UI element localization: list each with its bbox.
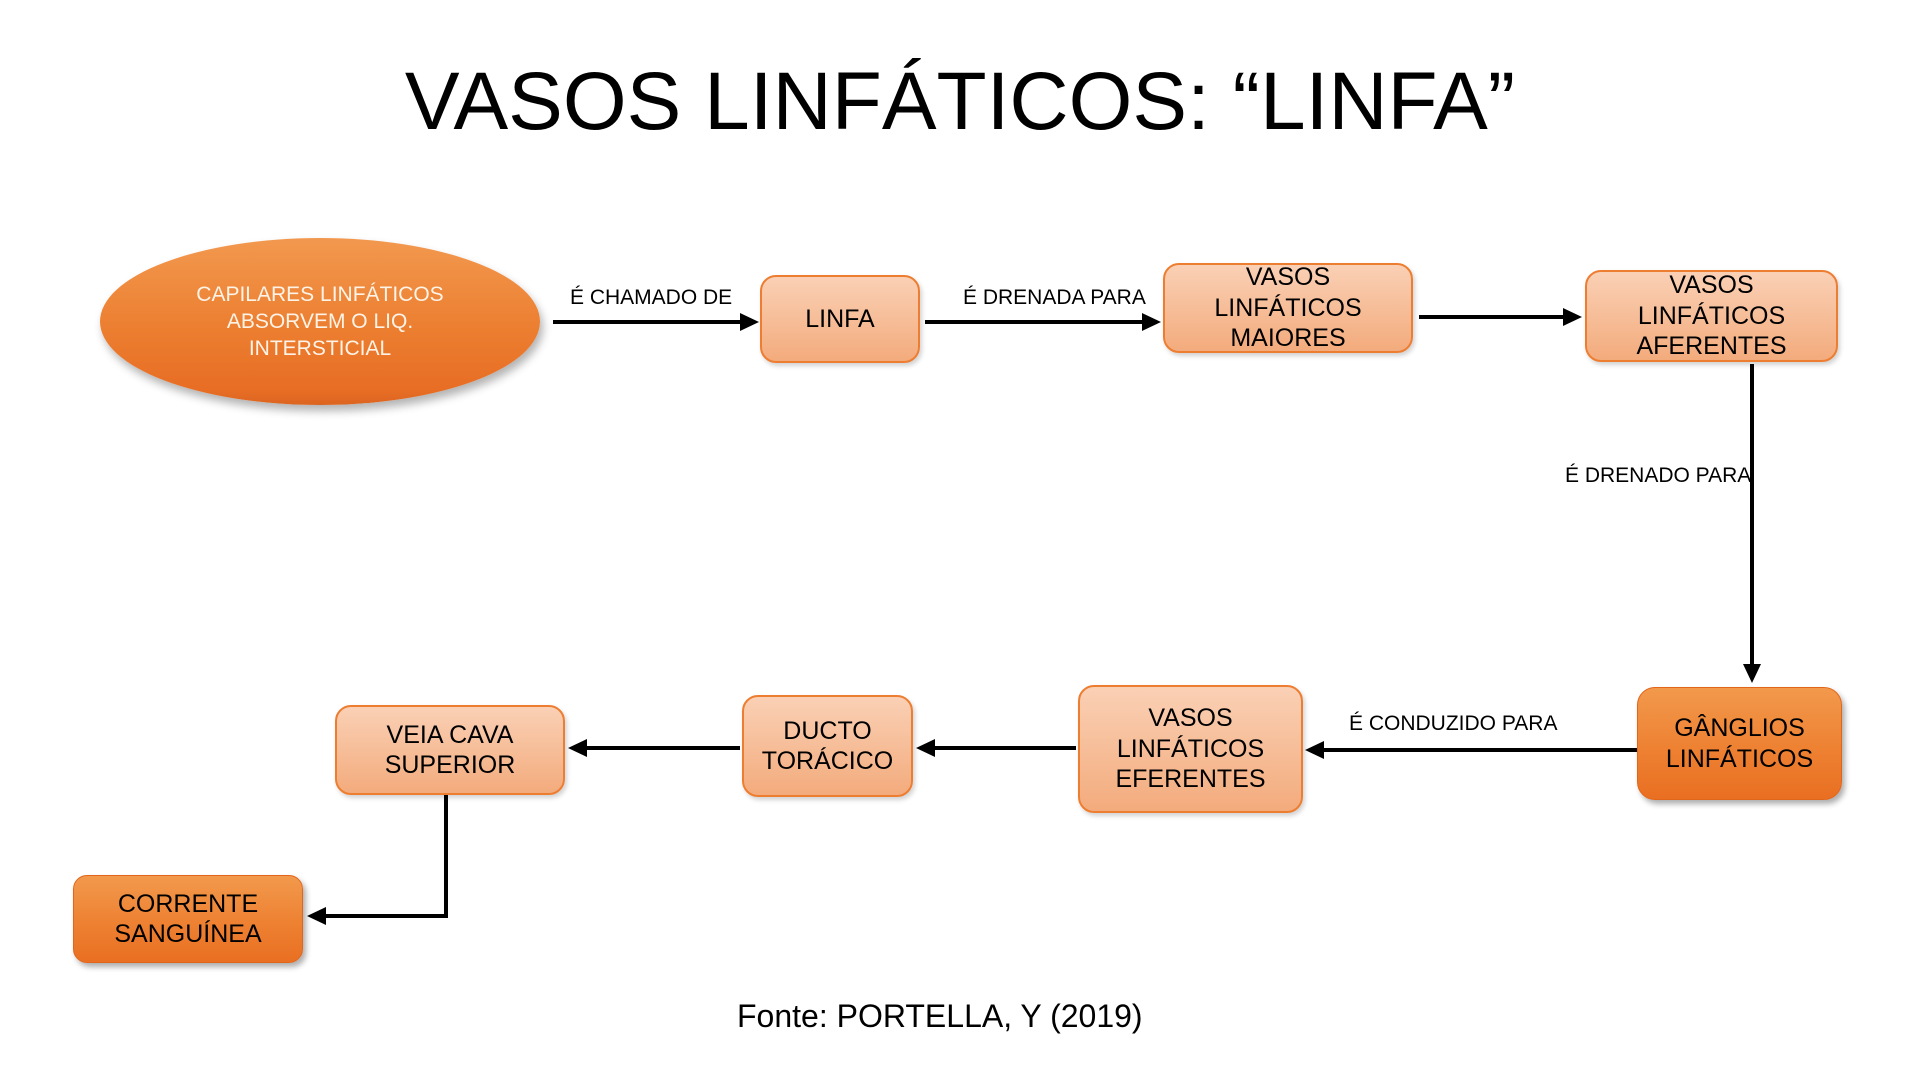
arrow-maiores-to-aferentes	[1419, 315, 1564, 319]
node-label: VEIA CAVA SUPERIOR	[384, 720, 516, 780]
arrowhead-left-icon	[916, 739, 935, 757]
arrowhead-left-icon	[1305, 741, 1324, 759]
node-ducto-toracico: DUCTO TORÁCICO	[742, 695, 913, 797]
node-linfa: LINFA	[760, 275, 920, 363]
node-ganglios-linfaticos: GÂNGLIOS LINFÁTICOS	[1637, 687, 1842, 800]
node-corrente-sanguinea: CORRENTE SANGUÍNEA	[73, 875, 303, 963]
edge-label-e-drenada-para: É DRENADA PARA	[963, 286, 1146, 309]
edge-label-e-drenado-para: É DRENADO PARA	[1565, 464, 1752, 487]
slide-title: VASOS LINFÁTICOS: “LINFA”	[404, 56, 1516, 147]
node-label: LINFA	[805, 304, 875, 333]
arrowhead-left-icon	[568, 739, 587, 757]
arrowhead-right-icon	[1563, 308, 1582, 326]
arrowhead-right-icon	[1142, 313, 1161, 331]
node-vasos-linfaticos-aferentes: VASOS LINFÁTICOS AFERENTES	[1585, 270, 1838, 362]
arrow-ducto-to-veia	[586, 746, 740, 750]
node-vasos-linfaticos-maiores: VASOS LINFÁTICOS MAIORES	[1163, 263, 1413, 353]
node-label: CAPILARES LINFÁTICOS ABSORVEM O LIQ. INT…	[196, 282, 444, 361]
arrowhead-down-icon	[1743, 664, 1761, 683]
arrowhead-right-icon	[740, 313, 759, 331]
edge-label-e-conduzido-para: É CONDUZIDO PARA	[1349, 712, 1558, 735]
node-label: VASOS LINFÁTICOS AFERENTES	[1636, 271, 1787, 361]
node-label: CORRENTE SANGUÍNEA	[114, 889, 262, 949]
node-label: VASOS LINFÁTICOS EFERENTES	[1115, 704, 1266, 794]
arrow-eferentes-to-ducto	[934, 746, 1076, 750]
arrow-linfa-to-maiores	[925, 320, 1143, 324]
arrow-ganglios-to-eferentes	[1323, 748, 1637, 752]
node-label: GÂNGLIOS LINFÁTICOS	[1665, 714, 1814, 773]
node-label: VASOS LINFÁTICOS MAIORES	[1214, 263, 1362, 353]
node-vasos-linfaticos-eferentes: VASOS LINFÁTICOS EFERENTES	[1078, 685, 1303, 813]
arrow-veia-to-corrente-vertical	[444, 795, 448, 918]
arrow-aferentes-to-ganglios	[1750, 364, 1754, 665]
node-veia-cava-superior: VEIA CAVA SUPERIOR	[335, 705, 565, 795]
source-citation: Fonte: PORTELLA, Y (2019)	[737, 998, 1143, 1034]
arrow-capilares-to-linfa	[553, 320, 741, 324]
edge-label-e-chamado-de: É CHAMADO DE	[570, 286, 733, 309]
node-capilares-linfaticos: CAPILARES LINFÁTICOS ABSORVEM O LIQ. INT…	[100, 238, 540, 405]
node-label: DUCTO TORÁCICO	[761, 716, 894, 776]
arrow-veia-to-corrente-horizontal	[325, 914, 448, 918]
arrowhead-left-icon	[307, 907, 326, 925]
